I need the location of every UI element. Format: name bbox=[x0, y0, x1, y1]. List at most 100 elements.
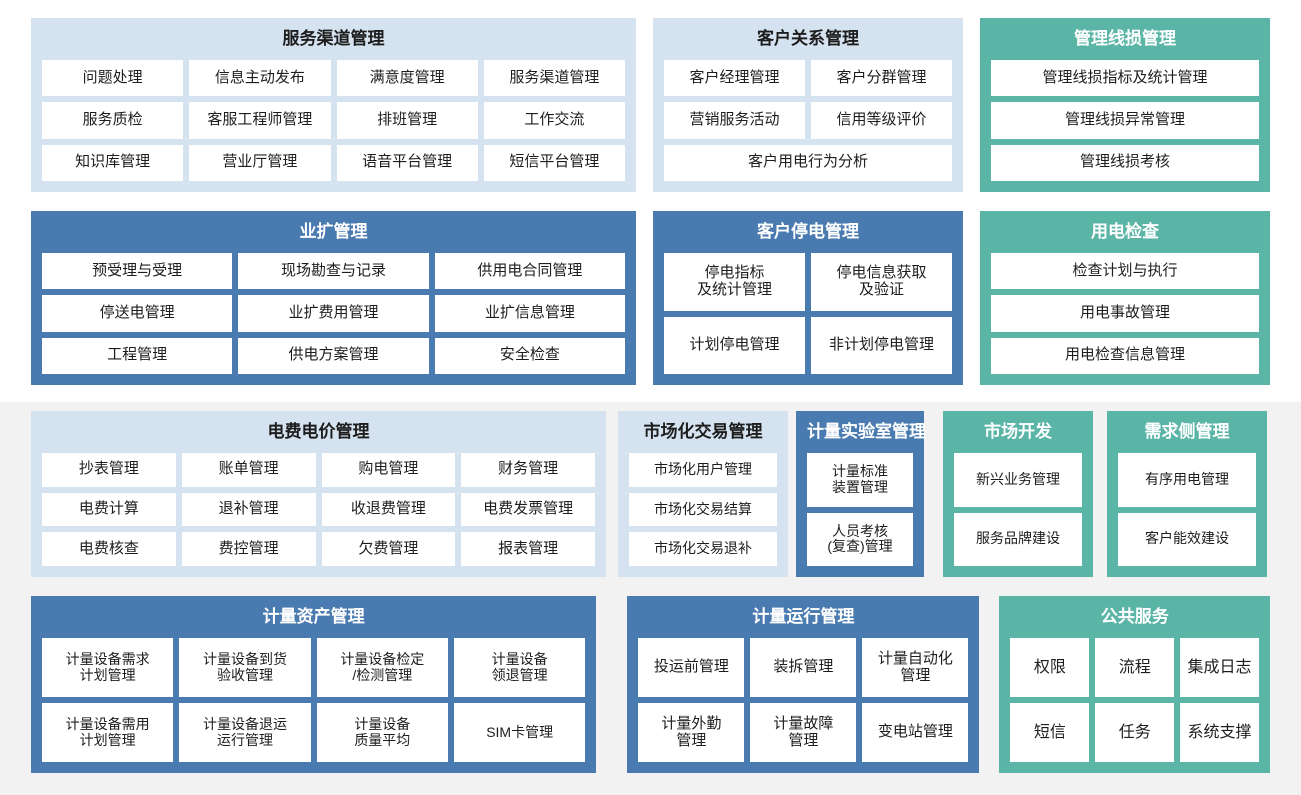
module-cell[interactable]: 短信平台管理 bbox=[483, 144, 625, 181]
panel-metering-laboratory[interactable]: 计量实验室管理 计量标准 装置管理 人员考核 (复查)管理 bbox=[796, 411, 926, 577]
module-cell[interactable]: 抄表管理 bbox=[42, 453, 176, 487]
module-cell[interactable]: 用电检查信息管理 bbox=[991, 337, 1259, 374]
module-cell[interactable]: 装拆管理 bbox=[750, 638, 857, 697]
module-cell[interactable]: 客户分群管理 bbox=[811, 60, 952, 97]
panel-customer-outage[interactable]: 客户停电管理 停电指标 及统计管理 停电信息获取 及验证 计划停电管理 非计划停… bbox=[653, 211, 963, 385]
module-cell[interactable]: 有序用电管理 bbox=[1118, 453, 1256, 507]
module-cell[interactable]: 财务管理 bbox=[461, 453, 595, 487]
module-cell[interactable]: 问题处理 bbox=[42, 60, 184, 97]
module-cell[interactable]: 短信 bbox=[1010, 703, 1090, 762]
module-cell[interactable]: 预受理与受理 bbox=[42, 253, 233, 290]
panel-cell-grid: 问题处理 信息主动发布 满意度管理 服务渠道管理 服务质检 客服工程师管理 排班… bbox=[42, 60, 625, 181]
module-cell[interactable]: 市场化交易退补 bbox=[629, 532, 777, 566]
module-cell[interactable]: 客户能效建设 bbox=[1118, 512, 1256, 566]
module-cell[interactable]: 计量设备 质量平均 bbox=[316, 703, 448, 762]
module-cell[interactable]: 计量故障 管理 bbox=[750, 703, 857, 762]
module-cell[interactable]: 管理线损考核 bbox=[991, 144, 1259, 181]
module-cell[interactable]: 计量自动化 管理 bbox=[862, 638, 969, 697]
panel-title: 市场化交易管理 bbox=[643, 422, 763, 441]
module-cell[interactable]: 管理线损指标及统计管理 bbox=[991, 60, 1259, 97]
panel-public-service[interactable]: 公共服务 权限 流程 集成日志 短信 任务 系统支撑 bbox=[999, 596, 1270, 773]
module-cell[interactable]: 退补管理 bbox=[181, 492, 316, 527]
panel-service-channel[interactable]: 服务渠道管理 问题处理 信息主动发布 满意度管理 服务渠道管理 服务质检 客服工… bbox=[31, 18, 636, 192]
module-cell[interactable]: 计量设备检定 /检测管理 bbox=[316, 638, 448, 697]
module-cell[interactable]: 电费计算 bbox=[42, 492, 176, 527]
module-cell[interactable]: 停电信息获取 及验证 bbox=[811, 253, 952, 311]
module-cell[interactable]: 账单管理 bbox=[181, 453, 316, 487]
panel-title: 计量运行管理 bbox=[752, 607, 855, 626]
module-cell[interactable]: 管理线损异常管理 bbox=[991, 102, 1259, 139]
module-cell[interactable]: 排班管理 bbox=[336, 102, 478, 139]
module-cell[interactable]: 服务品牌建设 bbox=[954, 512, 1082, 566]
module-cell[interactable]: 系统支撑 bbox=[1180, 703, 1259, 762]
module-cell[interactable]: 市场化交易结算 bbox=[629, 492, 777, 527]
module-cell[interactable]: 计量外勤 管理 bbox=[638, 703, 745, 762]
panel-metering-operation[interactable]: 计量运行管理 投运前管理 装拆管理 计量自动化 管理 计量外勤 管理 计量故障 … bbox=[627, 596, 980, 773]
panel-line-loss-management[interactable]: 管理线损管理 管理线损指标及统计管理 管理线损异常管理 管理线损考核 bbox=[980, 18, 1270, 192]
module-cell[interactable]: 计量设备需求 计划管理 bbox=[42, 638, 174, 697]
module-cell[interactable]: 权限 bbox=[1010, 638, 1090, 697]
module-cell[interactable]: 计量设备需用 计划管理 bbox=[42, 703, 174, 762]
module-cell[interactable]: 工程管理 bbox=[42, 337, 233, 374]
module-cell[interactable]: 计量设备退运 运行管理 bbox=[179, 703, 311, 762]
panel-metering-assets[interactable]: 计量资产管理 计量设备需求 计划管理 计量设备到货 验收管理 计量设备检定 /检… bbox=[31, 596, 597, 773]
panel-market-development[interactable]: 市场开发 新兴业务管理 服务品牌建设 bbox=[943, 411, 1093, 577]
panel-power-usage-inspection[interactable]: 用电检查 检查计划与执行 用电事故管理 用电检查信息管理 bbox=[980, 211, 1270, 385]
panel-cell-grid: 预受理与受理 现场勘查与记录 供用电合同管理 停送电管理 业扩费用管理 业扩信息… bbox=[42, 253, 625, 374]
module-cell[interactable]: 营业厅管理 bbox=[189, 144, 331, 181]
module-cell[interactable]: 语音平台管理 bbox=[336, 144, 478, 181]
module-cell[interactable]: 变电站管理 bbox=[862, 703, 969, 762]
module-cell[interactable]: 业扩信息管理 bbox=[434, 295, 625, 332]
module-cell[interactable]: 任务 bbox=[1095, 703, 1175, 762]
module-cell[interactable]: 计量设备到货 验收管理 bbox=[179, 638, 311, 697]
module-cell[interactable]: 信息主动发布 bbox=[189, 60, 331, 97]
module-cell[interactable]: 信用等级评价 bbox=[811, 102, 952, 139]
module-cell[interactable]: 客户经理管理 bbox=[664, 60, 805, 97]
module-cell[interactable]: 客户用电行为分析 bbox=[664, 144, 952, 181]
module-cell[interactable]: 非计划停电管理 bbox=[811, 316, 952, 374]
panel-business-expansion[interactable]: 业扩管理 预受理与受理 现场勘查与记录 供用电合同管理 停送电管理 业扩费用管理… bbox=[31, 211, 636, 385]
module-cell[interactable]: 客服工程师管理 bbox=[189, 102, 331, 139]
module-cell[interactable]: 流程 bbox=[1095, 638, 1175, 697]
module-cell[interactable]: 集成日志 bbox=[1180, 638, 1259, 697]
module-cell[interactable]: 人员考核 (复查)管理 bbox=[807, 512, 913, 566]
module-cell[interactable]: 用电事故管理 bbox=[991, 295, 1259, 332]
module-cell[interactable]: 欠费管理 bbox=[321, 532, 456, 566]
panel-customer-relationship[interactable]: 客户关系管理 客户经理管理 客户分群管理 营销服务活动 信用等级评价 客户用电行… bbox=[653, 18, 963, 192]
panel-market-trading[interactable]: 市场化交易管理 市场化用户管理 市场化交易结算 市场化交易退补 bbox=[618, 411, 788, 577]
module-cell[interactable]: 知识库管理 bbox=[42, 144, 184, 181]
module-cell[interactable]: 计划停电管理 bbox=[664, 316, 805, 374]
module-cell[interactable]: 计量设备 领退管理 bbox=[453, 638, 586, 697]
module-cell[interactable]: 检查计划与执行 bbox=[991, 253, 1259, 290]
module-cell[interactable]: 购电管理 bbox=[321, 453, 456, 487]
panel-electricity-fee-price[interactable]: 电费电价管理 抄表管理 账单管理 购电管理 财务管理 电费计算 退补管理 收退费… bbox=[31, 411, 606, 577]
module-cell[interactable]: 报表管理 bbox=[461, 532, 595, 566]
module-cell[interactable]: 安全检查 bbox=[434, 337, 625, 374]
module-cell[interactable]: 业扩费用管理 bbox=[238, 295, 429, 332]
module-cell[interactable]: 现场勘查与记录 bbox=[238, 253, 429, 290]
module-cell[interactable]: 满意度管理 bbox=[336, 60, 478, 97]
module-cell[interactable]: 市场化用户管理 bbox=[629, 453, 777, 487]
module-cell[interactable]: 投运前管理 bbox=[638, 638, 745, 697]
panel-cell-grid: 投运前管理 装拆管理 计量自动化 管理 计量外勤 管理 计量故障 管理 变电站管… bbox=[638, 638, 969, 762]
module-cell[interactable]: 服务质检 bbox=[42, 102, 184, 139]
panel-demand-side-management[interactable]: 需求侧管理 有序用电管理 客户能效建设 bbox=[1107, 411, 1267, 577]
module-cell[interactable]: 停送电管理 bbox=[42, 295, 233, 332]
module-cell[interactable]: SIM卡管理 bbox=[453, 703, 586, 762]
module-cell[interactable]: 停电指标 及统计管理 bbox=[664, 253, 805, 311]
panel-cell-grid: 权限 流程 集成日志 短信 任务 系统支撑 bbox=[1010, 638, 1259, 762]
module-cell[interactable]: 收退费管理 bbox=[321, 492, 456, 527]
module-cell[interactable]: 费控管理 bbox=[181, 532, 316, 566]
module-cell[interactable]: 供用电合同管理 bbox=[434, 253, 625, 290]
module-cell[interactable]: 工作交流 bbox=[483, 102, 625, 139]
module-cell[interactable]: 营销服务活动 bbox=[664, 102, 805, 139]
module-cell[interactable]: 计量标准 装置管理 bbox=[807, 453, 913, 507]
module-cell[interactable]: 新兴业务管理 bbox=[954, 453, 1082, 507]
panel-title: 公共服务 bbox=[1100, 607, 1169, 626]
panel-cell-grid: 管理线损指标及统计管理 管理线损异常管理 管理线损考核 bbox=[991, 60, 1259, 181]
module-cell[interactable]: 供电方案管理 bbox=[238, 337, 429, 374]
module-cell[interactable]: 服务渠道管理 bbox=[483, 60, 625, 97]
module-cell[interactable]: 电费核查 bbox=[42, 532, 176, 566]
module-cell[interactable]: 电费发票管理 bbox=[461, 492, 595, 527]
